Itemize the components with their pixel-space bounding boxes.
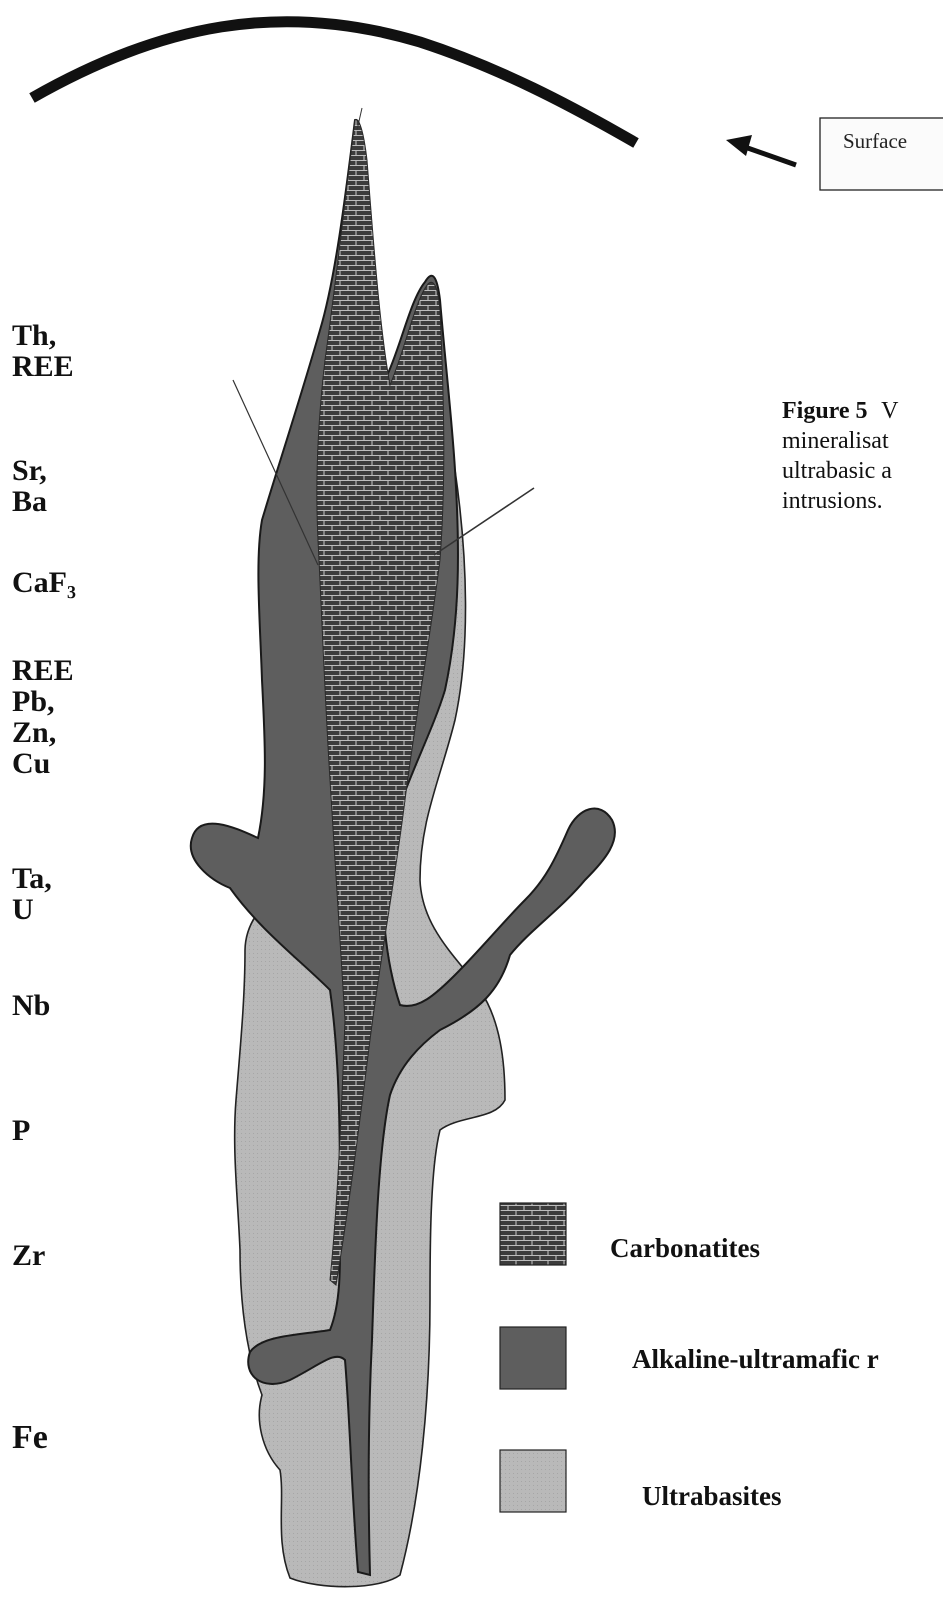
- caption-line4: intrusions.: [782, 488, 883, 514]
- surface-label-box: Surface: [820, 118, 943, 190]
- surface-line: [32, 22, 636, 143]
- element-label: Ba: [12, 485, 47, 518]
- caption-line2: mineralisat: [782, 428, 889, 454]
- element-label: Pb,: [12, 685, 55, 718]
- element-label: REE: [12, 654, 74, 687]
- caption-line1-tail: V: [881, 398, 899, 424]
- legend-label-ultrabasites: Ultrabasites: [642, 1481, 781, 1511]
- element-label: Nb: [12, 989, 50, 1022]
- element-label: Ta,: [12, 862, 52, 895]
- legend-swatch-ultrabasites: [500, 1450, 566, 1512]
- element-label: Fe: [12, 1419, 48, 1456]
- element-label: P: [12, 1114, 30, 1147]
- element-label: Cu: [12, 747, 50, 780]
- element-label: CaF₃: [12, 566, 76, 599]
- legend-swatch-alkaline: [500, 1327, 566, 1389]
- element-label: Th,: [12, 319, 56, 352]
- element-label: Zn,: [12, 716, 56, 749]
- element-label: Zr: [12, 1239, 45, 1272]
- legend-label-carbonatites: Carbonatites: [610, 1233, 760, 1263]
- caption-figure-number: Figure 5: [782, 398, 868, 424]
- surface-label: Surface: [843, 129, 907, 153]
- element-label: REE: [12, 350, 74, 383]
- element-label: Sr,: [12, 454, 47, 487]
- surface-arrow: [726, 135, 796, 165]
- element-label: U: [12, 893, 34, 926]
- legend-swatch-carbonatites: [500, 1203, 566, 1265]
- legend-label-alkaline: Alkaline-ultramafic r: [632, 1344, 879, 1374]
- legend: Carbonatites Alkaline-ultramafic r Ultra…: [500, 1203, 879, 1512]
- svg-text:Figure 5 V: Figure 5 V: [782, 398, 899, 424]
- caption-line3: ultrabasic a: [782, 458, 892, 484]
- figure-caption: Figure 5 V mineralisat ultrabasic a intr…: [782, 398, 899, 514]
